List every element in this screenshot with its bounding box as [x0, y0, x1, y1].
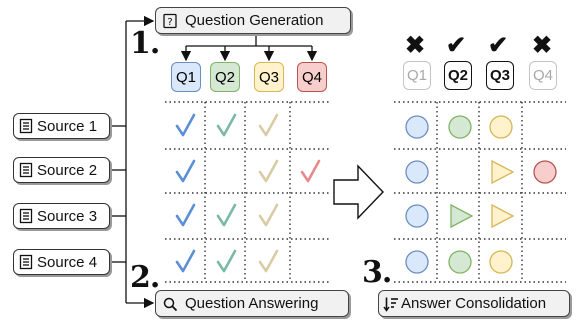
question-q3: Q3 — [254, 62, 284, 92]
step-number-3: 3. — [362, 255, 392, 290]
sort-descending-icon — [383, 297, 398, 312]
answer-circle-r2-q4 — [533, 160, 557, 184]
answer-circle-r2-q1 — [405, 160, 429, 184]
kept-mark-q2: ✔ — [446, 32, 467, 59]
document-icon — [19, 208, 33, 224]
answer-circle-r1-q2 — [448, 115, 472, 139]
check-mark-r1-q3 — [258, 113, 279, 137]
check-mark-r3-q3 — [258, 203, 279, 227]
source-label: Source 1 — [37, 117, 98, 135]
check-mark-r1-q1 — [175, 113, 196, 137]
question-q4: Q4 — [297, 62, 327, 92]
svg-text:?: ? — [167, 17, 172, 28]
check-mark-r3-q2 — [216, 203, 237, 227]
answer-circle-r1-q1 — [405, 115, 429, 139]
question-generation-box: ? Question Generation — [155, 7, 351, 34]
document-icon — [19, 162, 33, 178]
check-mark-r4-q3 — [258, 249, 279, 273]
answer-triangle-r3-q2 — [450, 203, 474, 229]
source-box-3: Source 3 — [13, 203, 110, 229]
step-number-2: 2. — [130, 260, 160, 295]
source-label: Source 2 — [37, 161, 98, 179]
document-icon — [19, 254, 33, 270]
question-q2: Q2 — [210, 62, 240, 92]
answer-circle-r4-q1 — [405, 250, 429, 274]
consolidated-q4: Q4 — [529, 61, 557, 90]
check-mark-r2-q4 — [300, 159, 321, 183]
source-box-2: Source 2 — [13, 157, 110, 183]
check-mark-r3-q1 — [175, 203, 196, 227]
check-mark-r4-q1 — [175, 249, 196, 273]
check-mark-r1-q2 — [216, 113, 237, 137]
kept-mark-q3: ✔ — [488, 32, 509, 59]
question-answering-box: Question Answering — [155, 290, 349, 317]
answer-circle-r3-q1 — [405, 204, 429, 228]
stage-label: Answer Consolidation — [401, 295, 547, 312]
check-mark-r2-q3 — [258, 159, 279, 183]
question-document-icon: ? — [163, 13, 177, 28]
answer-consolidation-box: Answer Consolidation — [378, 290, 570, 317]
stage-label: Question Generation — [185, 12, 324, 29]
search-icon — [163, 297, 178, 311]
stage-label: Question Answering — [185, 295, 319, 312]
answer-circle-r1-q3 — [489, 115, 513, 139]
step-number-1: 1. — [130, 26, 160, 61]
consolidated-q2: Q2 — [444, 61, 472, 90]
document-icon — [19, 118, 33, 134]
consolidated-q1: Q1 — [403, 61, 431, 90]
source-box-1: Source 1 — [13, 113, 110, 139]
source-box-4: Source 4 — [13, 249, 110, 275]
transition-arrow — [333, 164, 384, 220]
answer-triangle-r3-q3 — [491, 203, 515, 229]
answer-triangle-r2-q3 — [491, 159, 515, 185]
rejected-mark-q4: ✖ — [532, 32, 553, 59]
answer-circle-r4-q2 — [448, 250, 472, 274]
rejected-mark-q1: ✖ — [405, 32, 426, 59]
answer-circle-r4-q3 — [489, 250, 513, 274]
source-label: Source 3 — [37, 207, 98, 225]
question-q1: Q1 — [171, 62, 201, 92]
consolidated-q3: Q3 — [486, 61, 514, 90]
check-mark-r4-q2 — [216, 249, 237, 273]
source-label: Source 4 — [37, 253, 98, 271]
check-mark-r2-q1 — [175, 159, 196, 183]
